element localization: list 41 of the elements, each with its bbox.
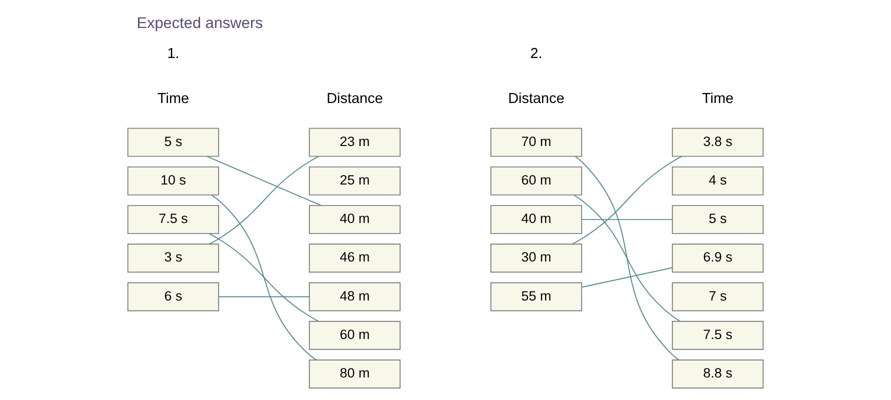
node-box: 7.5 s [672,320,764,350]
label: 2. [530,46,542,62]
node-box: 60 m [308,320,401,350]
connector [211,194,317,360]
label: Time [702,91,734,108]
node-box: 10 s [127,166,220,196]
node-box: 3 s [127,244,220,273]
connector [208,156,320,245]
node-box: 4 s [672,166,764,196]
node-box: 6.9 s [672,244,764,273]
node-box: 8.8 s [672,360,764,388]
node-box: 80 m [308,360,401,388]
connector [208,233,320,322]
connector [582,219,673,220]
node-box: 5 s [127,128,220,157]
diagram-title: Expected answers [136,15,263,32]
connector [572,156,682,245]
node-box: 3.8 s [672,128,764,157]
node-box: 48 m [308,282,401,312]
connector [574,156,680,360]
node-box: 40 m [490,205,582,234]
node-box: 23 m [308,128,401,157]
node-box: 7.5 s [127,205,220,234]
node-box: 6 s [127,282,220,312]
connector [206,156,322,206]
node-box: 5 s [672,205,764,234]
node-box: 25 m [308,166,401,196]
label: Distance [326,91,383,108]
connector [573,194,681,322]
node-box: 46 m [308,244,401,273]
node-box: 70 m [490,128,582,157]
label: 1. [167,46,180,62]
node-box: 7 s [672,282,764,312]
connector [582,267,673,288]
connector [218,296,310,298]
label: Distance [508,91,564,108]
node-box: 60 m [490,166,582,196]
node-box: 55 m [490,282,582,312]
label: Time [157,91,190,108]
node-box: 40 m [308,205,401,234]
node-box: 30 m [490,244,582,273]
